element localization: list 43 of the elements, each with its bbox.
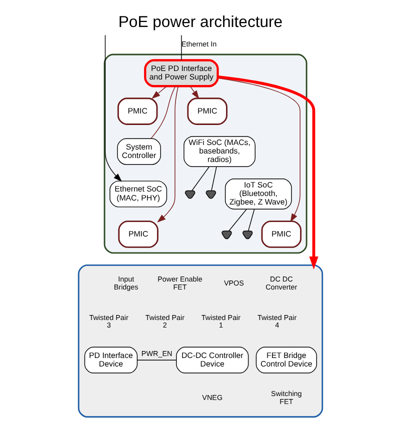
label: VPOS xyxy=(223,278,244,288)
connector xyxy=(228,208,246,232)
node-triangle xyxy=(242,230,252,240)
node-box: WiFi SoC (MACs, basebands, radios) xyxy=(183,136,255,168)
diagram-title: PoE power architecture xyxy=(118,14,282,31)
cluster xyxy=(77,264,323,418)
label: Power Enable FET xyxy=(157,274,202,292)
node-box: DC-DC Controller Device xyxy=(176,346,248,374)
edge-label: PWR_EN xyxy=(140,348,172,358)
arrow xyxy=(217,78,300,222)
connector xyxy=(191,166,209,191)
arrow xyxy=(156,86,178,223)
label: Twisted Pair 3 xyxy=(88,312,128,330)
label: DC DC Converter xyxy=(265,274,297,292)
node-triangle xyxy=(221,230,232,240)
arrow xyxy=(189,86,199,100)
node-triangle xyxy=(205,190,216,199)
connector xyxy=(210,166,216,191)
label: VNEG xyxy=(202,392,222,402)
node-box: PMIC xyxy=(260,220,302,248)
node-box: System Controller xyxy=(116,138,160,165)
cluster xyxy=(103,54,307,254)
arrow xyxy=(151,86,166,99)
connector xyxy=(247,208,254,232)
node-triangle xyxy=(184,190,195,199)
node-box: PMIC xyxy=(118,220,158,248)
node-box: FET Bridge Control Device xyxy=(255,346,316,374)
label: Input Bridges xyxy=(113,274,138,292)
connector xyxy=(150,86,176,139)
label: Switching FET xyxy=(270,389,302,406)
node-box: PMIC xyxy=(186,98,227,125)
node-box: PMIC xyxy=(116,98,158,125)
connector xyxy=(180,34,182,60)
label: Twisted Pair 1 xyxy=(200,312,240,330)
edge-label: Ethernet In xyxy=(180,40,216,49)
node-box: Ethernet SoC (MAC, PHY) xyxy=(109,180,167,208)
label: Twisted Pair 2 xyxy=(144,312,184,330)
node-box: IoT SoC (Bluetooth, Zigbee, Z Wave) xyxy=(224,178,292,210)
node-box: PoE PD Interface and Power Supply xyxy=(144,59,218,88)
node-box: PD Interface Device xyxy=(84,346,138,374)
label: Twisted Pair 4 xyxy=(256,312,296,330)
arrow xyxy=(217,75,318,270)
arrow xyxy=(104,34,122,182)
